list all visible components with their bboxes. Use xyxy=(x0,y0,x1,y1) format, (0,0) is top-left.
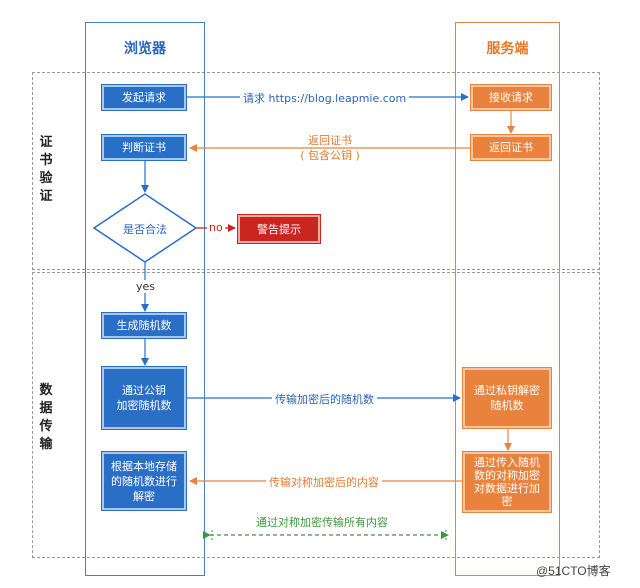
node-encrypt-data-line1: 通过传入随机 xyxy=(474,456,540,469)
node-decrypt-private: 通过私钥解密 随机数 xyxy=(463,368,551,428)
node-warning: 警告提示 xyxy=(238,215,320,243)
edge-label-return-cert-2: ( 包含公钥 ) xyxy=(300,149,360,162)
node-check-cert: 判断证书 xyxy=(102,135,186,160)
node-encrypt-data: 通过传入随机 数的对称加密 对数据进行加 密 xyxy=(463,452,551,512)
node-return-cert: 返回证书 xyxy=(471,135,551,160)
edge-label-no: no xyxy=(207,221,225,234)
section-data-frame xyxy=(32,272,600,558)
node-encrypt-random-line1: 通过公钥 xyxy=(122,384,166,397)
node-gen-random: 生成随机数 xyxy=(102,313,186,338)
edge-label-yes: yes xyxy=(134,280,158,293)
edge-label-send-random: 传输加密后的随机数 xyxy=(272,391,377,407)
node-send-request: 发起请求 xyxy=(102,85,186,110)
node-receive-request: 接收请求 xyxy=(471,85,551,110)
node-encrypt-random-line2: 加密随机数 xyxy=(116,399,172,412)
node-decrypt-local-line1: 根据本地存储 xyxy=(111,459,177,473)
node-decrypt-private-line1: 通过私钥解密 xyxy=(474,384,540,397)
watermark: @51CTO博客 xyxy=(536,564,611,578)
lane-title-server: 服务端 xyxy=(486,41,529,57)
node-decrypt-local-line2: 的随机数进行 xyxy=(111,474,177,488)
node-decrypt-local: 根据本地存储 的随机数进行 解密 xyxy=(102,452,186,510)
decision-diamond xyxy=(92,193,198,263)
node-encrypt-random: 通过公钥 加密随机数 xyxy=(102,367,186,429)
node-decrypt-private-line2: 随机数 xyxy=(490,399,524,412)
section-cert-frame xyxy=(32,72,600,270)
lane-title-browser: 浏览器 xyxy=(124,41,166,57)
node-encrypt-data-line2: 数的对称加密 xyxy=(474,469,540,482)
lane-browser xyxy=(85,22,205,576)
node-encrypt-data-line4: 密 xyxy=(501,495,513,508)
edge-label-request: 请求 https://blog.leapmie.com xyxy=(240,90,410,106)
node-encrypt-data-line3: 对数据进行加 xyxy=(474,482,540,495)
node-is-valid: 是否合法 xyxy=(123,223,167,236)
edge-label-symmetric: 通过对称加密传输所有内容 xyxy=(256,516,388,529)
lane-server xyxy=(455,22,560,576)
node-decrypt-local-line3: 解密 xyxy=(133,489,155,503)
edge-label-send-content: 传输对称加密后的内容 xyxy=(266,474,382,490)
section-label-cert: 证书验证 xyxy=(39,135,53,204)
edge-label-return-cert-1: 返回证书 xyxy=(308,134,352,147)
section-label-data: 数据传输 xyxy=(39,383,53,452)
